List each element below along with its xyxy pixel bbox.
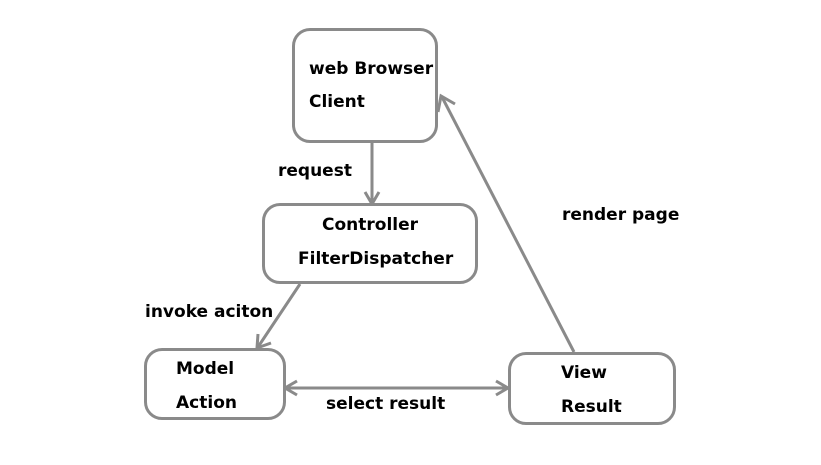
invoke-arrow-line (256, 283, 302, 348)
select-edge-label: select result (326, 394, 446, 414)
browser-client-node (292, 28, 438, 143)
controller-node-label-2: FilterDispatcher (298, 249, 454, 269)
view-node-label-2: Result (561, 397, 622, 417)
controller-node-label-1: Controller (322, 215, 419, 235)
view-result-node (508, 352, 676, 425)
render-arrow-head (436, 93, 456, 113)
browser-node-label-1: web Browser (309, 59, 434, 79)
browser-node-label-2: Client (309, 92, 365, 112)
render-edge-label: render page (562, 205, 680, 225)
request-edge-label: request (278, 161, 352, 181)
render-arrow-line (440, 96, 576, 353)
model-node-label-1: Model (176, 359, 235, 379)
model-node-label-2: Action (176, 393, 237, 413)
view-node-label-1: View (561, 363, 607, 383)
invoke-edge-label: invoke aciton (145, 302, 274, 322)
controller-node (262, 203, 478, 284)
model-action-node (144, 348, 286, 420)
